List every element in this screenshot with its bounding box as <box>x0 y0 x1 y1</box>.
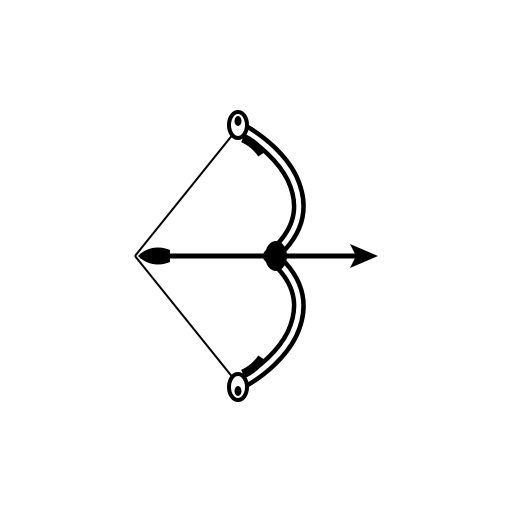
bow-limb-lower <box>227 249 306 402</box>
arrow <box>138 244 378 268</box>
bowstring <box>134 127 239 385</box>
bow-limb-upper <box>227 110 306 263</box>
